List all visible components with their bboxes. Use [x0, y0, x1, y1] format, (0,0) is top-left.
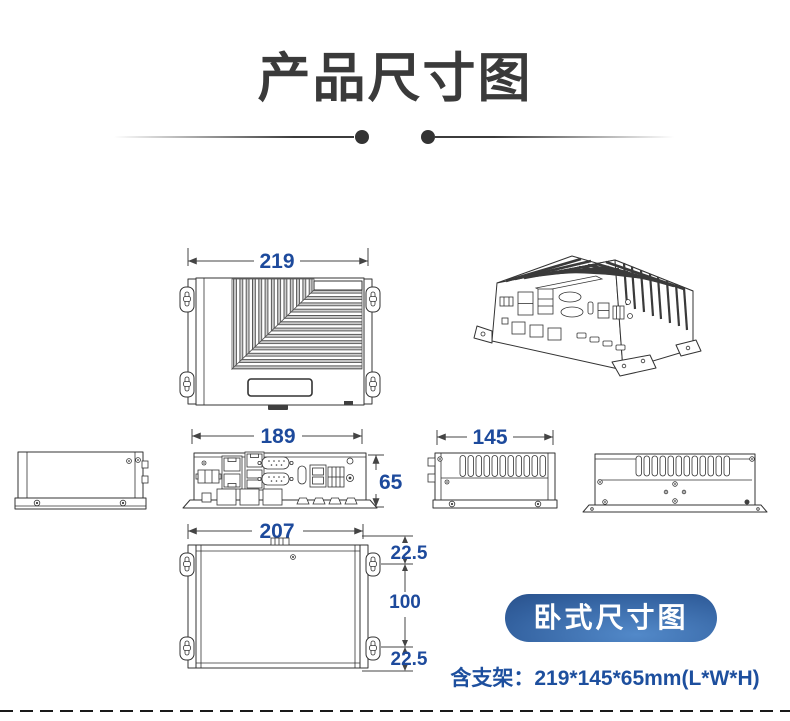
bottom-vertical-dimensions: 22.5 100 22.5 [362, 535, 428, 672]
mounting-bracket-right [359, 544, 381, 669]
bottom-hole-spacing-dimension: 100 [389, 592, 421, 613]
divider-line-right [434, 136, 674, 138]
mounting-bracket-left [179, 278, 197, 405]
bottom-view-drawing: 207 [179, 520, 428, 672]
bottom-bottom-offset-dimension: 22.5 [391, 649, 428, 670]
mounting-bracket-left [179, 544, 197, 669]
iso-mounting-feet [473, 325, 702, 377]
ethernet-ports [221, 455, 243, 490]
label-plate [247, 378, 313, 397]
iso-heatsink-fins [505, 257, 689, 331]
front-view-drawing: 189 65 [182, 425, 403, 509]
antenna-connector [427, 473, 436, 483]
side-view2-drawing [582, 453, 768, 513]
orientation-badge: 卧式尺寸图 [505, 594, 717, 642]
antenna-connector [141, 460, 149, 469]
top-view-drawing: 219 [179, 248, 381, 410]
serial-db9-ports [257, 456, 294, 486]
top-width-dimension: 219 [259, 250, 294, 273]
heatsink-fins [231, 278, 363, 370]
power-terminal [195, 469, 222, 484]
divider-line-left [114, 136, 354, 138]
rear-view-drawing [14, 451, 149, 510]
front-height-dimension: 65 [379, 471, 403, 494]
antenna-connector [141, 475, 149, 484]
side-view-drawing: 145 [427, 426, 558, 509]
hdmi-port [297, 465, 307, 485]
section-divider-dashed [0, 710, 790, 712]
bottom-connector [268, 405, 288, 410]
ethernet-usb-ports [244, 451, 265, 491]
bottom-top-offset-dimension: 22.5 [391, 543, 428, 564]
audio-jack [346, 457, 354, 465]
side2-fin-slots [635, 455, 730, 477]
dio-terminal [327, 466, 345, 488]
bracket-size-note: 含支架：219*145*65mm(L*W*H) [450, 667, 760, 690]
page-title: 产品尺寸图 [257, 49, 533, 108]
front-width-dimension: 189 [260, 425, 295, 448]
antenna-connector [427, 457, 436, 467]
divider-dot-right [421, 130, 435, 144]
antenna-cutouts [296, 497, 358, 505]
top-connector [270, 537, 290, 546]
front-ports [195, 451, 358, 506]
iso-view-drawing [473, 255, 702, 377]
mounting-bracket-right [363, 278, 381, 405]
side-width-dimension: 145 [472, 426, 507, 449]
bottom-width-dimension: 207 [259, 520, 294, 543]
divider-dot-left [355, 130, 369, 144]
side-fin-slots [459, 455, 546, 477]
iso-front-ports [499, 288, 633, 351]
usb-ports [309, 464, 327, 488]
